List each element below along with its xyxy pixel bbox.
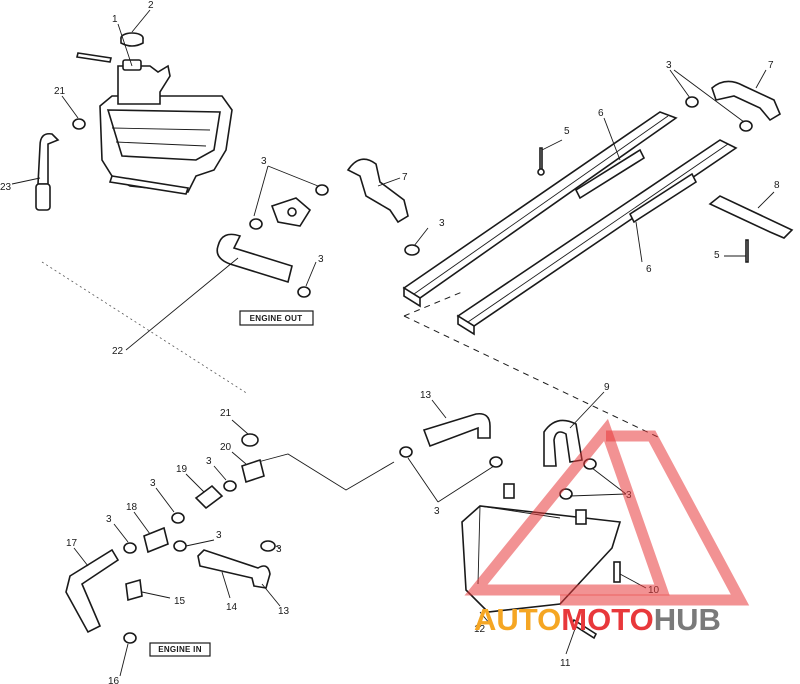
- automotohub-watermark: AUTOMOTOHUB: [464, 418, 750, 637]
- heat-exchanger-lower: [456, 139, 738, 336]
- hose-22: [216, 233, 293, 284]
- screw-5-upper: [537, 147, 545, 176]
- hose-clamp-21-lower: [241, 433, 259, 447]
- hose-clamps-lower: [123, 480, 276, 644]
- callout-3-rail: 3: [666, 60, 672, 71]
- callout-13-upper: 13: [420, 390, 432, 401]
- filler-neck-tube: [76, 52, 112, 63]
- thermostat-fitting: [270, 197, 312, 227]
- bolt-11: [570, 618, 598, 640]
- callout-14: 14: [226, 602, 238, 613]
- watermark-triangle-inner: [560, 430, 750, 606]
- hose-elbow-left: [35, 132, 60, 211]
- callout-3-hose14: 3: [276, 544, 282, 555]
- callout-9: 9: [604, 382, 610, 393]
- route-line-left: [41, 261, 249, 395]
- engine-out-label: ENGINE OUT: [250, 314, 303, 323]
- callout-18: 18: [126, 502, 138, 513]
- callout-7-middle: 7: [402, 172, 408, 183]
- callout-23: 23: [0, 182, 12, 193]
- callout-3-thermostat: 3: [261, 156, 267, 167]
- hose-9: [543, 419, 583, 467]
- watermark-part-moto: MOTO: [561, 602, 653, 637]
- callout-5-upper: 5: [564, 126, 570, 137]
- connection-line-mid: [257, 453, 395, 491]
- reservoir-cap: [120, 32, 144, 47]
- callout-22: 22: [112, 346, 124, 357]
- watermark-part-hub: HUB: [654, 602, 721, 637]
- hose-clamps-rail: [685, 96, 753, 132]
- screw-5-right: [745, 239, 749, 263]
- callout-6-upper: 6: [598, 108, 604, 119]
- callout-8: 8: [774, 180, 780, 191]
- hose-clamp-21-upper: [72, 118, 86, 130]
- callout-16: 16: [108, 676, 120, 684]
- watermark-part-auto: AUTO: [474, 602, 561, 637]
- callout-7-right: 7: [768, 60, 774, 71]
- hose-14: [197, 549, 271, 589]
- hose-clamps-upper-middle: [249, 184, 420, 298]
- hose-13-upper: [422, 412, 491, 448]
- callout-leaders: [11, 9, 775, 677]
- callout-1: 1: [112, 14, 118, 25]
- callout-19: 19: [176, 464, 188, 475]
- route-line-diagonal: [403, 315, 661, 439]
- callout-5-right: 5: [714, 250, 720, 261]
- callout-3-tee-left: 3: [106, 514, 112, 525]
- hose-upper-middle: [346, 158, 409, 224]
- engine-out-tag: ENGINE OUT: [239, 310, 314, 326]
- engine-in-label: ENGINE IN: [158, 645, 202, 654]
- callout-3-rear: 3: [434, 506, 440, 517]
- tee-fitting-18: [143, 526, 169, 554]
- callout-11: 11: [560, 658, 571, 669]
- callout-20: 20: [220, 442, 232, 453]
- callout-15: 15: [174, 596, 186, 607]
- heat-exchanger-upper: [402, 111, 678, 308]
- engine-in-tag: ENGINE IN: [149, 642, 211, 657]
- hose-clamps-rear: [399, 446, 597, 500]
- fitting-20: [241, 458, 265, 484]
- watermark-triangle-outer: [464, 418, 670, 596]
- callout-2: 2: [148, 0, 154, 11]
- bracket-8: [708, 195, 794, 239]
- callout-3-hose22: 3: [318, 254, 324, 265]
- callout-12: 12: [474, 624, 486, 635]
- callout-13-lower: 13: [278, 606, 290, 617]
- callout-3-fitting20: 3: [206, 456, 212, 467]
- callout-3-hose19: 3: [150, 478, 156, 489]
- hose-7-upper-right: [711, 80, 782, 122]
- callout-21-top: 21: [54, 86, 66, 97]
- callout-3-middle: 3: [439, 218, 445, 229]
- callout-21-lower: 21: [220, 408, 232, 419]
- coolant-reservoir: [99, 59, 233, 195]
- callout-6-lower: 6: [646, 264, 652, 275]
- hose-17: [65, 548, 120, 634]
- bolt-10: [613, 561, 621, 583]
- clip-15: [125, 578, 143, 602]
- hose-19: [194, 484, 224, 510]
- callout-17: 17: [66, 538, 78, 549]
- callout-3-tee-right: 3: [216, 530, 222, 541]
- watermark-logo-text: AUTOMOTOHUB: [474, 602, 721, 637]
